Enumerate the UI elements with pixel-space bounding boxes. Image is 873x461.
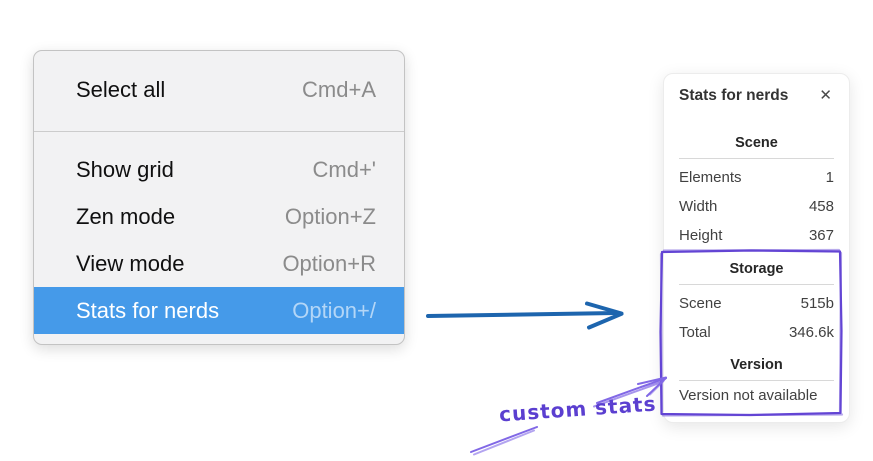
menu-item-label: Show grid	[76, 156, 174, 182]
menu-item-view-mode[interactable]: View mode Option+R	[34, 240, 404, 287]
section-divider	[679, 380, 834, 381]
menu-item-show-grid[interactable]: Show grid Cmd+'	[34, 146, 404, 193]
stat-label: Total	[679, 324, 711, 341]
menu-item-select-all[interactable]: Select all Cmd+A	[34, 67, 404, 113]
stat-row-total-storage: Total 346.6k	[679, 318, 834, 347]
menu-to-panel-arrow-icon	[426, 301, 624, 330]
menu-item-label: Zen mode	[76, 203, 176, 229]
menu-item-shortcut: Option+/	[292, 297, 376, 323]
stat-label: Width	[679, 198, 718, 215]
menu-item-shortcut: Cmd+A	[302, 77, 376, 102]
menu-item-label: View mode	[76, 250, 185, 276]
section-heading-scene: Scene	[735, 135, 778, 151]
section-heading-storage: Storage	[729, 261, 784, 277]
stat-value: 515b	[800, 295, 834, 312]
stat-value: 458	[808, 198, 834, 215]
stat-row-elements: Elements 1	[679, 163, 834, 192]
section-heading-version: Version	[730, 357, 783, 373]
stat-label: Elements	[679, 169, 742, 186]
close-icon[interactable]: ✕	[819, 86, 832, 104]
menu-item-zen-mode[interactable]: Zen mode Option+Z	[34, 193, 404, 240]
stat-label: Height	[679, 227, 723, 244]
menu-divider	[34, 131, 404, 132]
stat-row-width: Width 458	[679, 192, 834, 221]
stat-row-scene-storage: Scene 515b	[679, 289, 834, 318]
custom-stats-label: custom stats	[498, 391, 658, 427]
stat-label: Scene	[679, 295, 722, 312]
menu-item-stats-for-nerds[interactable]: Stats for nerds Option+/	[34, 287, 404, 334]
stat-row-height: Height 367	[679, 221, 834, 250]
context-menu: Select all Cmd+A Show grid Cmd+' Zen mod…	[33, 50, 405, 345]
stat-value: 367	[808, 227, 834, 244]
stats-for-nerds-panel: Stats for nerds ✕ Scene Elements 1 Width…	[663, 73, 850, 423]
version-note: Version not available	[679, 387, 818, 404]
menu-item-shortcut: Cmd+'	[312, 156, 377, 182]
stat-value: 346.6k	[788, 324, 834, 341]
section-divider	[679, 284, 834, 285]
menu-item-label: Stats for nerds	[76, 297, 220, 323]
menu-item-label: Select all	[76, 77, 166, 102]
panel-title: Stats for nerds	[679, 87, 789, 104]
section-divider	[679, 158, 834, 159]
menu-item-shortcut: Option+R	[282, 250, 376, 276]
menu-item-shortcut: Option+Z	[284, 203, 376, 229]
stat-value: 1	[825, 169, 834, 186]
